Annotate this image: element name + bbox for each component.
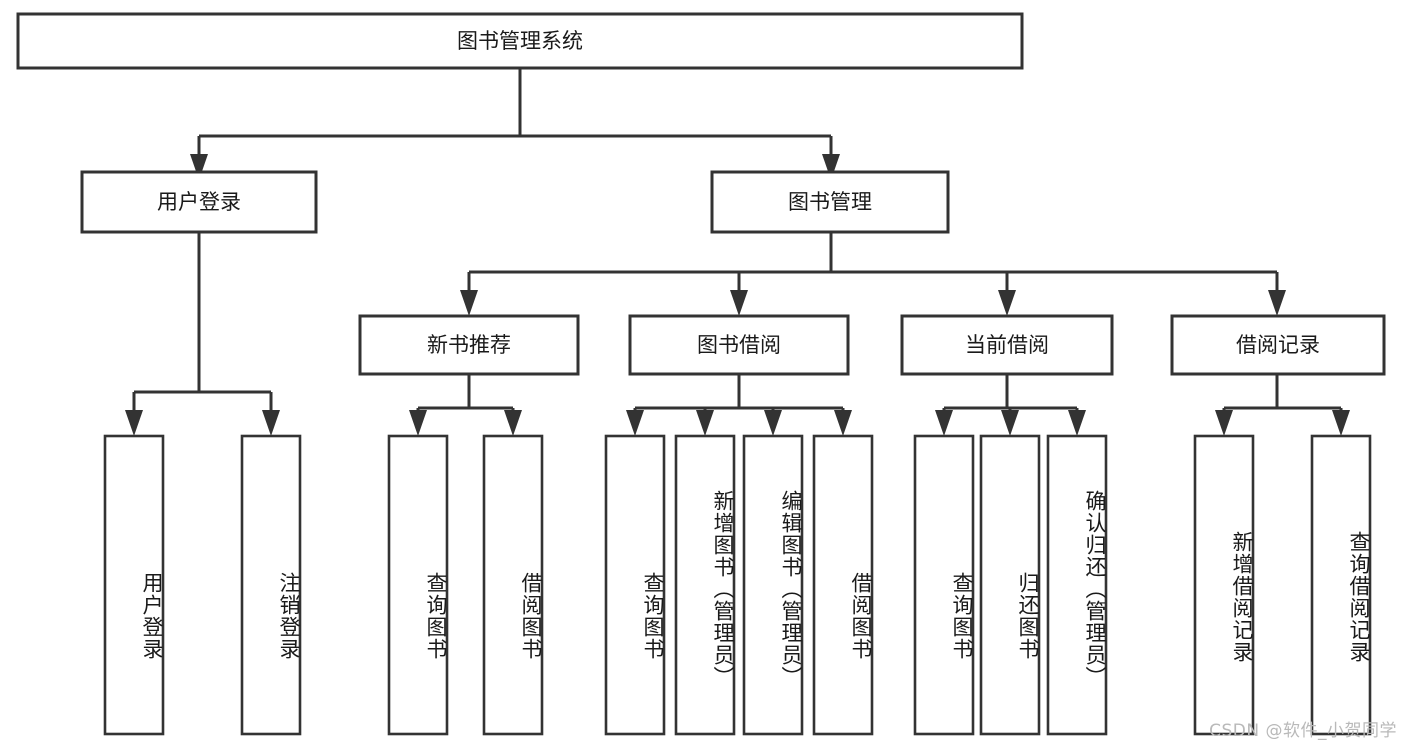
node-leaf-confirm-return[interactable]: [1046, 434, 1108, 736]
connector-layer: [125, 68, 1350, 436]
node-borrow-record[interactable]: 借阅记录: [1170, 314, 1386, 376]
arrow-to-leaf-add-record: [1215, 410, 1233, 436]
node-book-manage[interactable]: 图书管理: [710, 170, 950, 234]
node-book-borrow[interactable]: 图书借阅: [628, 314, 850, 376]
arrow-to-leaf-borrow-book-1: [504, 410, 522, 436]
node-leaf-add-record[interactable]: [1193, 434, 1255, 736]
watermark-text: CSDN @软件_小贺同学: [1209, 721, 1397, 741]
arrow-to-leaf-edit-book: [764, 410, 782, 436]
node-user-login[interactable]: 用户登录: [80, 170, 318, 234]
node-current-borrow[interactable]: 当前借阅: [900, 314, 1114, 376]
node-book-borrow-label: 图书借阅: [697, 333, 781, 357]
connector-current-borrow-bus: [942, 374, 1079, 414]
node-leaf-query-book-1[interactable]: [387, 434, 449, 736]
node-current-borrow-label: 当前借阅: [965, 333, 1049, 357]
connector-user-login-bus: [132, 232, 273, 412]
node-leaf-borrow-book-2[interactable]: [812, 434, 874, 736]
node-new-book-rec[interactable]: 新书推荐: [358, 314, 580, 376]
arrow-to-book-borrow: [730, 290, 748, 316]
node-leaf-query-book-2[interactable]: [604, 434, 666, 736]
arrow-to-current-borrow: [998, 290, 1016, 316]
arrow-to-leaf-query-record: [1332, 410, 1350, 436]
node-leaf-query-record[interactable]: [1310, 434, 1372, 736]
node-leaf-query-book-3[interactable]: [913, 434, 975, 736]
node-root-label: 图书管理系统: [457, 29, 583, 53]
arrow-to-leaf-return-book: [1001, 410, 1019, 436]
node-root[interactable]: 图书管理系统: [16, 12, 1024, 70]
node-leaf-logout[interactable]: [240, 434, 302, 736]
arrow-to-borrow-record: [1268, 290, 1286, 316]
arrow-to-leaf-user-login: [125, 410, 143, 436]
connector-book-borrow-bus: [633, 374, 845, 414]
arrow-to-user-login: [190, 154, 208, 180]
node-borrow-record-label: 借阅记录: [1236, 333, 1320, 357]
arrow-to-leaf-query-book-3: [935, 410, 953, 436]
node-new-book-rec-label: 新书推荐: [427, 333, 511, 357]
node-book-manage-label: 图书管理: [788, 190, 872, 214]
node-leaf-user-login[interactable]: [103, 434, 165, 736]
arrow-to-new-book-rec: [460, 290, 478, 316]
node-leaf-edit-book[interactable]: [742, 434, 804, 736]
arrow-to-leaf-query-book-1: [409, 410, 427, 436]
arrow-to-book-manage: [822, 154, 840, 180]
connector-book-manage-bus: [467, 232, 1279, 292]
arrow-to-leaf-add-book: [696, 410, 714, 436]
node-user-login-label: 用户登录: [157, 190, 241, 214]
arrow-to-leaf-borrow-book-2: [834, 410, 852, 436]
node-layer: 图书管理系统 用户登录 图书管理 新书推荐 图书借阅 当前: [16, 12, 1386, 736]
connector-new-book-rec-bus: [416, 374, 515, 414]
connector-borrow-record-bus: [1222, 374, 1343, 414]
node-leaf-add-book[interactable]: [674, 434, 736, 736]
arrow-to-leaf-query-book-2: [626, 410, 644, 436]
node-leaf-borrow-book-1[interactable]: [482, 434, 544, 736]
arrow-to-leaf-confirm-return: [1068, 410, 1086, 436]
node-leaf-return-book[interactable]: [979, 434, 1041, 736]
connector-root-bus: [197, 68, 833, 156]
arrow-to-leaf-logout: [262, 410, 280, 436]
